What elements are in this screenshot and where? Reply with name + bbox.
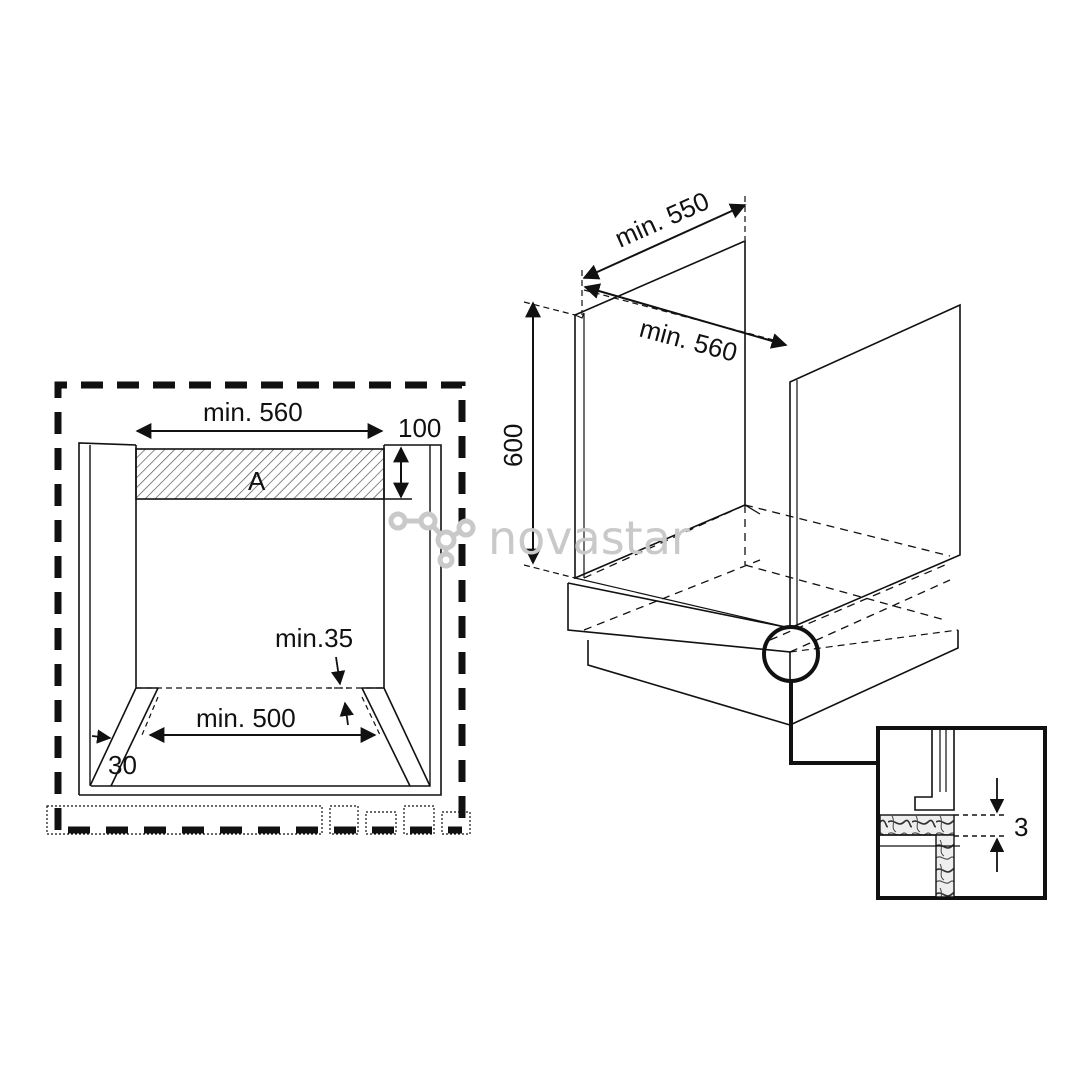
label-width-top: min. 560	[203, 397, 303, 427]
label-vent-depth: min.35	[275, 623, 353, 653]
molecule-icon	[388, 511, 476, 569]
label-height: 600	[498, 424, 528, 467]
front-view	[46, 381, 471, 835]
label-width-iso: min. 560	[636, 313, 740, 368]
vent-area-hatch	[135, 448, 385, 500]
label-area-a: A	[248, 466, 266, 496]
isometric-view	[523, 196, 961, 765]
cabinet-outline-dashed	[54, 381, 466, 830]
watermark-text: novastar	[488, 511, 690, 565]
label-width-bottom: min. 500	[196, 703, 296, 733]
dim-line-vent-depth-top	[330, 656, 346, 686]
cabinet-base	[567, 583, 791, 700]
cabinet-outer-wall	[78, 442, 137, 795]
detail-callout-circle	[762, 625, 820, 683]
detail-leader-line	[789, 681, 878, 765]
worktop-marble	[879, 814, 955, 836]
plinth-boxes	[46, 805, 471, 835]
right-side-panel	[789, 303, 961, 630]
label-side-gap: 30	[108, 750, 137, 780]
dim-line-depth-top	[582, 203, 747, 280]
worktop-edge-marble	[935, 834, 955, 898]
label-gap: 3	[1014, 812, 1028, 842]
detail-box	[876, 726, 1047, 900]
dim-line-vent-depth-bottom	[339, 701, 354, 726]
novastar-watermark: novastar	[388, 511, 690, 569]
dim-line-width-iso	[583, 283, 788, 349]
label-vent-height: 100	[398, 413, 441, 443]
dim-line-side-gap	[91, 729, 112, 744]
